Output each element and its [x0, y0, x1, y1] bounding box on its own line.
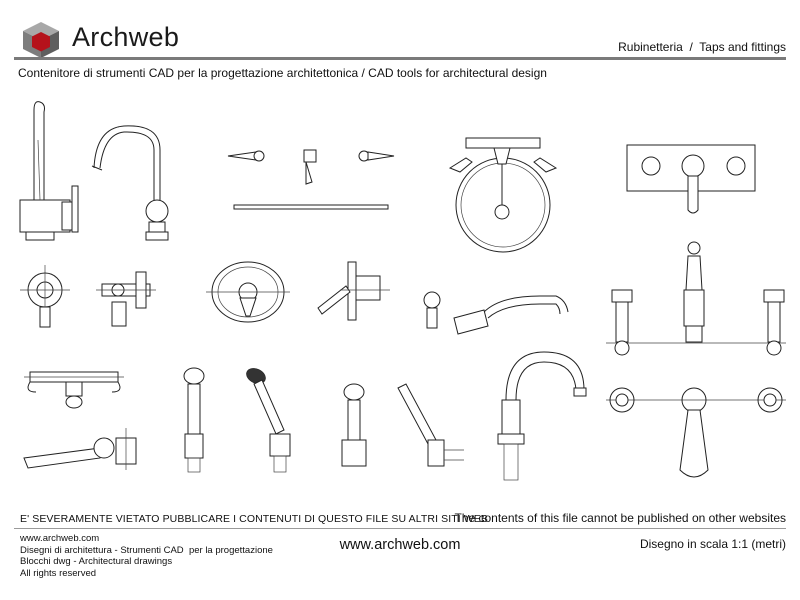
three-hole-mixer-plan: [606, 387, 786, 478]
header-rule: [14, 57, 786, 60]
warning-english: The contents of this file cannot be publ…: [454, 511, 786, 525]
website-link[interactable]: www.archweb.com: [339, 537, 461, 553]
hand-shower-small: [341, 383, 367, 467]
bath-mixer-wall: [23, 428, 137, 470]
drawing-scale: Disegno in scala 1:1 (metri): [639, 537, 786, 551]
footer-line-drawings: Disegni di architettura - Strumenti CAD …: [20, 544, 273, 556]
wall-mixer-plate: [626, 144, 756, 214]
basin-mixer-plan: [448, 137, 558, 253]
valve-front-left: [20, 265, 70, 328]
kitchen-tap-tall: [19, 101, 79, 241]
shower-arm: [453, 295, 569, 335]
lever-handles-row: [227, 149, 395, 185]
hand-shower-angled: [246, 368, 291, 473]
three-hole-mixer-front: [606, 241, 786, 356]
hand-shower-slim: [397, 383, 464, 467]
footer-rule: [14, 528, 786, 529]
valve-side-left: [96, 271, 156, 327]
bath-filler-bar: [233, 204, 389, 210]
brand-name: Archweb: [72, 22, 180, 52]
page-subtitle: Contenitore di strumenti CAD per la prog…: [18, 66, 547, 80]
footer-line-blocks: Blocchi dwg - Architectural drawings: [20, 556, 173, 567]
cad-drawing: [19, 101, 786, 481]
footer-line-rights: All rights reserved: [20, 567, 97, 579]
kitchen-tap-swan: [91, 125, 169, 241]
hand-shower-round: [183, 367, 205, 473]
warning-italian: E' SEVERAMENTE VIETATO PUBBLICARE I CONT…: [20, 513, 488, 525]
category-label: Rubinetteria / Taps and fittings: [618, 40, 786, 54]
bidet-bridge-mixer: [24, 371, 124, 409]
concealed-mixer-side: [317, 261, 390, 321]
pipe-joint-small: [423, 291, 441, 329]
footer-line-site: www.archweb.com: [20, 533, 100, 544]
logo-cube-icon: [23, 22, 59, 58]
footer-credits: www.archweb.com Disegni di architettura …: [20, 533, 273, 579]
swan-neck-spout: [497, 351, 587, 481]
oval-shower-valve: [206, 261, 290, 323]
